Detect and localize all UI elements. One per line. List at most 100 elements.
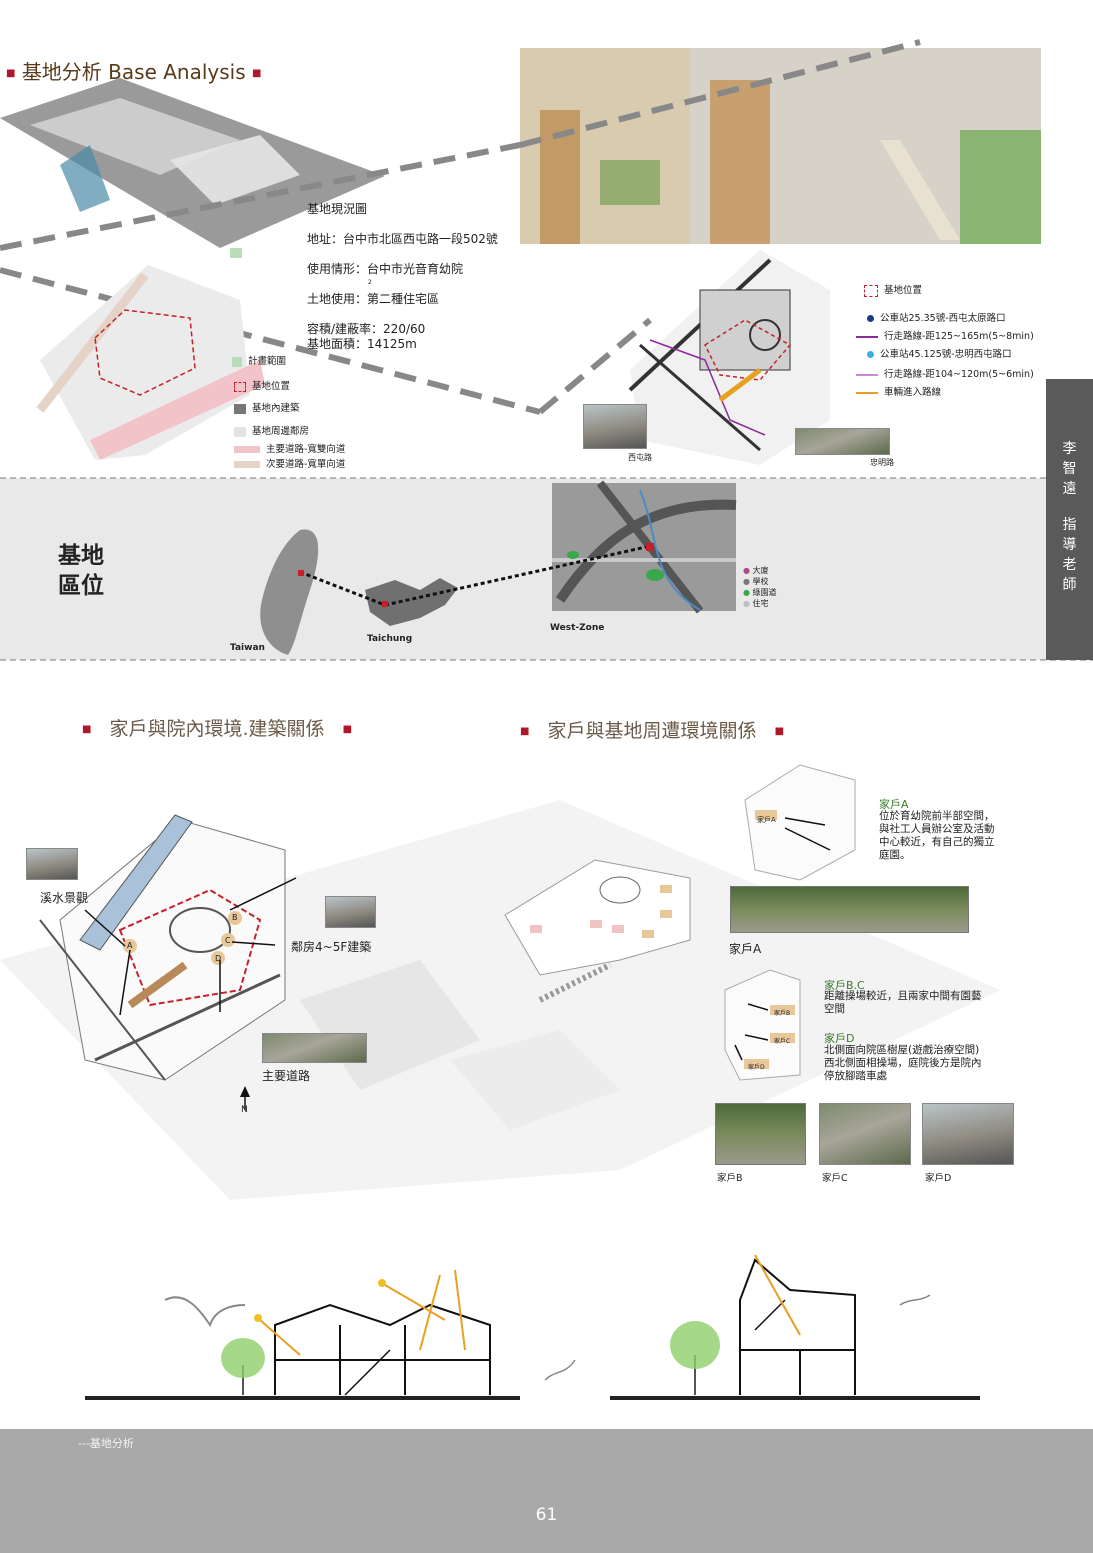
- household-bc-title: 家戶B.C: [824, 979, 865, 992]
- photo-household-b: [715, 1103, 806, 1165]
- legend-neighbors: 基地周邊鄰房: [234, 423, 309, 437]
- photo-household-a: [730, 886, 969, 933]
- marker-c: C: [225, 936, 231, 945]
- vehicle-route-swatch: [856, 391, 878, 394]
- location-title: 基地 區位: [58, 542, 104, 599]
- map-label-d: 家戶D: [748, 1064, 765, 1071]
- location-band: [0, 478, 1046, 660]
- bird-icon: [899, 1294, 931, 1306]
- sun-icon: [378, 1279, 386, 1287]
- legend-secondary-road: 次要道路-寬單向道: [234, 456, 345, 470]
- title-bullet-icon: ■: [774, 726, 785, 737]
- legend-plan-range: 計畫範圍: [232, 353, 286, 367]
- bird-icon: [544, 1359, 576, 1381]
- bird-icon: [164, 1296, 246, 1328]
- page-number: 61: [535, 1505, 558, 1525]
- section-left: [274, 1303, 491, 1396]
- photo-household-b-caption: 家戶B: [717, 1173, 743, 1184]
- household-a-map: [744, 764, 856, 881]
- photo-household-d: [922, 1103, 1014, 1165]
- author-name: 李 智 遠: [1062, 441, 1077, 497]
- legend-site-location: 基地位置: [234, 378, 290, 392]
- photo-main-road: [262, 1033, 367, 1063]
- sun-icon: [254, 1314, 262, 1322]
- rlegend-bus1: 公車站25.35號-西屯太原路口: [867, 310, 1006, 324]
- rlegend-site-location: 基地位置: [864, 282, 922, 297]
- map-label-b: 家戶B: [774, 1010, 791, 1017]
- photo-household-a-caption: 家戶A: [729, 942, 762, 956]
- household-bcd-map: [724, 969, 801, 1081]
- map-label-c: 家戶C: [774, 1038, 791, 1045]
- street-photo-xitun: [583, 404, 647, 449]
- label-neighbor-buildings: 鄰房4~5F建築: [291, 940, 372, 954]
- taichung-map: [365, 578, 458, 626]
- site-location-swatch: [234, 381, 246, 392]
- sun-rays: [259, 1254, 801, 1356]
- label-main-road: 主要道路: [262, 1069, 311, 1083]
- zoning-diagram: [504, 859, 691, 1003]
- bus-stop-dark-icon: [867, 315, 874, 322]
- rlegend-bus2: 公車站45.125號-忠明西屯路口: [867, 346, 1012, 360]
- site-plan-right: [628, 250, 830, 465]
- household-d-desc: 北側面向院區樹屋(遊戲治療空間) 西北側面相操場，庭院後方是院內 停放腳踏車處: [824, 1044, 982, 1082]
- author-sidebar: 李 智 遠 指 導 老 師: [1046, 379, 1093, 660]
- photo-water-view: [26, 848, 78, 880]
- legend-main-road: 主要道路-寬雙向道: [234, 441, 345, 455]
- secondary-road-swatch: [234, 461, 260, 468]
- building-sections: [85, 1254, 980, 1400]
- household-bc-desc: 距離操場較近，且兩家中間有園藝 空間: [824, 990, 982, 1015]
- rlegend-walk1: 行走路線-距125~165m(5~8min): [856, 328, 1034, 342]
- photo-household-c-caption: 家戶C: [822, 1173, 848, 1184]
- photo-household-d-caption: 家戶D: [925, 1173, 952, 1184]
- neighbors-swatch: [234, 426, 246, 437]
- inner-buildings-swatch: [234, 403, 246, 414]
- street-photo-zhongming-caption: 忠明路: [870, 458, 894, 467]
- tree-icon: [221, 1338, 265, 1395]
- footer-section-label: ---基地分析: [78, 1437, 134, 1450]
- plan-range-swatch: [232, 356, 242, 367]
- street-photo-zhongming: [795, 428, 890, 455]
- rlegend-vehicle: 車輛進入路線: [856, 384, 941, 398]
- page-title: ■ 基地分析 Base Analysis ■: [6, 60, 262, 84]
- top-graphics: [0, 39, 1093, 661]
- section-title-internal: ■ 家戶與院內環境.建築關係 ■: [82, 718, 353, 740]
- area-superscript: 2: [368, 279, 372, 286]
- walk-route-purple-swatch: [856, 335, 878, 338]
- advisor-label: 指 導 老 師: [1062, 517, 1077, 593]
- photo-household-c: [819, 1103, 911, 1165]
- marker-b: B: [232, 913, 238, 922]
- taiwan-map: [260, 529, 319, 655]
- title-bullet-icon: ■: [342, 724, 353, 735]
- label-water-view: 溪水景觀: [40, 891, 89, 905]
- marker-a: A: [127, 941, 133, 950]
- west-zone-map: [552, 480, 737, 614]
- label-taichung: Taichung: [367, 634, 413, 644]
- label-taiwan: Taiwan: [230, 643, 265, 653]
- main-road-swatch: [234, 446, 260, 453]
- location-legend: ● 大廈 ● 學校 ● 綠園道 ● 住宅: [743, 566, 777, 608]
- label-west-zone: West-Zone: [550, 623, 605, 633]
- household-d-title: 家戶D: [824, 1032, 855, 1045]
- title-bullet-icon: ■: [82, 724, 92, 735]
- household-a-title: 家戶A: [879, 798, 909, 811]
- household-a-desc: 位於育幼院前半部空間， 與社工人員辦公室及活動 中心較近，有自己的獨立 庭園。: [879, 810, 995, 861]
- site-address: 地址：台中市北區西屯路一段502號: [307, 232, 498, 246]
- site-ratio: 容積/建蔽率：220/60: [307, 322, 426, 336]
- walk-route-pink-swatch: [856, 373, 878, 376]
- footer: ---基地分析 61: [0, 1429, 1093, 1553]
- map-label-a: 家戶A: [757, 816, 776, 824]
- title-bullet-icon: ■: [252, 68, 262, 79]
- north-label: N: [241, 1105, 248, 1115]
- marker-d: D: [215, 954, 222, 963]
- street-photo-xitun-caption: 西屯路: [628, 453, 652, 462]
- site-land-use: 土地使用：第二種住宅區: [307, 292, 440, 306]
- site-location-swatch: [864, 284, 878, 297]
- section-right: [739, 1258, 856, 1395]
- photo-neighbors: [325, 896, 376, 928]
- section-title-surroundings: ■ 家戶與基地周遭環境關係 ■: [520, 720, 785, 742]
- title-bullet-icon: ■: [6, 68, 16, 79]
- site-usage: 使用情形：台中市光音育幼院: [307, 262, 464, 276]
- legend-inner-buildings: 基地內建築: [234, 400, 300, 414]
- title-bullet-icon: ■: [520, 726, 530, 737]
- site-info-title: 基地現況圖: [307, 202, 368, 216]
